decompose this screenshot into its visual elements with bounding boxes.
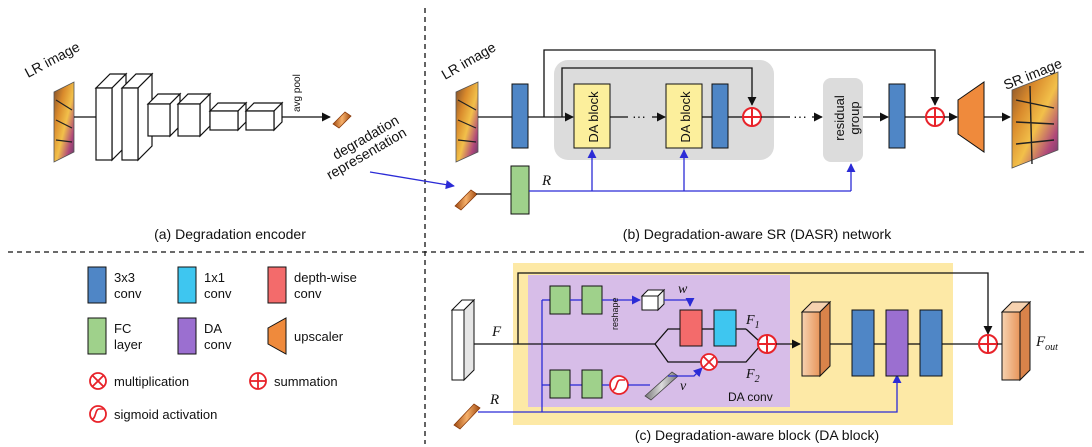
- da-block-conv3x3-2: [919, 309, 943, 377]
- output-feature-fout: [1000, 300, 1032, 382]
- upscaler: [957, 81, 985, 153]
- legend: 3x3 conv 1x1 conv depth-wise conv FC lay…: [87, 266, 357, 423]
- multiplication-node: [700, 353, 718, 371]
- w-label: w: [678, 282, 688, 297]
- da-conv-fc-1: [549, 285, 571, 315]
- legend-conv3x3-line2: conv: [114, 286, 142, 301]
- panel-b-lr-thumbnail: [455, 81, 479, 163]
- panel-b-degradation-vector: [454, 189, 478, 211]
- multiplication-icon: [89, 372, 107, 390]
- input-feature-f: [450, 298, 476, 382]
- legend-conv1x1-swatch: [177, 266, 197, 304]
- encoder-conv-stack: [94, 72, 284, 162]
- legend-upscaler-swatch: [267, 317, 287, 355]
- ellipsis-1: ···: [632, 108, 646, 124]
- legend-fc-swatch: [87, 317, 107, 355]
- residual-group-label-1: residual: [832, 95, 847, 141]
- residual-group-label-2: group: [847, 101, 862, 134]
- legend-daconv-line1: DA: [204, 321, 222, 336]
- panel-b-r-label: R: [541, 173, 551, 189]
- sigmoid-icon: [89, 405, 107, 423]
- da-conv-label: DA conv: [728, 390, 773, 404]
- legend-upscaler-label: upscaler: [294, 329, 344, 344]
- sigmoid-activation: [609, 375, 629, 395]
- representation-transfer-arrow: [369, 171, 455, 190]
- da-block-1-label: DA block: [586, 91, 601, 143]
- da-block-daconv: [885, 309, 909, 377]
- legend-daconv-line2: conv: [204, 337, 232, 352]
- ellipsis-2: ···: [793, 108, 807, 124]
- summation-2: [925, 107, 945, 127]
- v-label: v: [680, 379, 687, 394]
- legend-summation-label: summation: [274, 374, 338, 389]
- da-conv-fc-4: [581, 369, 603, 399]
- panel-a-caption: (a) Degradation encoder: [154, 226, 306, 242]
- input-f-label: F: [491, 324, 502, 340]
- conv3x3-group-tail: [711, 83, 729, 149]
- panel-c-caption: (c) Degradation-aware block (DA block): [635, 427, 879, 443]
- panel-b-caption: (b) Degradation-aware SR (DASR) network: [623, 226, 892, 242]
- conv3x3-head: [511, 83, 529, 149]
- summation-icon: [249, 372, 267, 390]
- avg-pool-label: avg pool: [292, 74, 303, 112]
- legend-depthwise-swatch: [267, 266, 287, 304]
- panel-c-r-label: R: [489, 392, 499, 408]
- panel-a-input-label: LR image: [22, 38, 83, 80]
- legend-multiplication-label: multiplication: [114, 374, 189, 389]
- da-block-2-label: DA block: [678, 91, 693, 143]
- da-block-2: [665, 83, 703, 149]
- da-block-1: [573, 83, 611, 149]
- legend-fc-line1: FC: [114, 321, 131, 336]
- fout-label: Fout: [1035, 334, 1058, 353]
- legend-daconv-swatch: [177, 317, 197, 355]
- da-conv-summation: [757, 334, 777, 354]
- conv3x3-body-tail: [888, 83, 906, 149]
- sr-thumbnail: [1011, 71, 1059, 169]
- f1-label: F1: [745, 313, 760, 331]
- fc-branch: [510, 165, 530, 215]
- da-block-conv3x3-1: [851, 309, 875, 377]
- legend-depthwise-line1: depth-wise: [294, 270, 357, 285]
- legend-sigmoid-label: sigmoid activation: [114, 407, 217, 422]
- panel-c-degradation-vector: [453, 403, 481, 430]
- da-conv-fc-2: [581, 285, 603, 315]
- panel-a-lr-thumbnail: [53, 81, 75, 163]
- intermediate-feature: [800, 300, 832, 378]
- panel-b-input-label: LR image: [439, 39, 499, 83]
- panel-b-dasr-network: LR image DA block ··· DA block ···: [439, 39, 1065, 242]
- legend-depthwise-line2: conv: [294, 286, 322, 301]
- conv1x1-after-depthwise: [713, 309, 737, 347]
- depthwise-conv: [679, 309, 703, 347]
- legend-conv3x3-line1: 3x3: [114, 270, 135, 285]
- panel-c-da-block: F reshape w F1: [450, 263, 1058, 443]
- da-conv-fc-3: [549, 369, 571, 399]
- da-block-summation: [978, 334, 998, 354]
- summation-1: [742, 107, 762, 127]
- legend-conv3x3-swatch: [87, 266, 107, 304]
- legend-conv1x1-line1: 1x1: [204, 270, 225, 285]
- residual-group-collapsed: [823, 78, 863, 162]
- reshape-label: reshape: [610, 297, 620, 330]
- legend-fc-line2: layer: [114, 337, 143, 352]
- f2-label: F2: [745, 367, 760, 385]
- panel-a-degradation-encoder: LR image avg pool degradation representa…: [22, 38, 409, 242]
- legend-conv1x1-line2: conv: [204, 286, 232, 301]
- kernel-w-cube: [640, 288, 666, 312]
- panel-a-degradation-vector: [332, 111, 352, 129]
